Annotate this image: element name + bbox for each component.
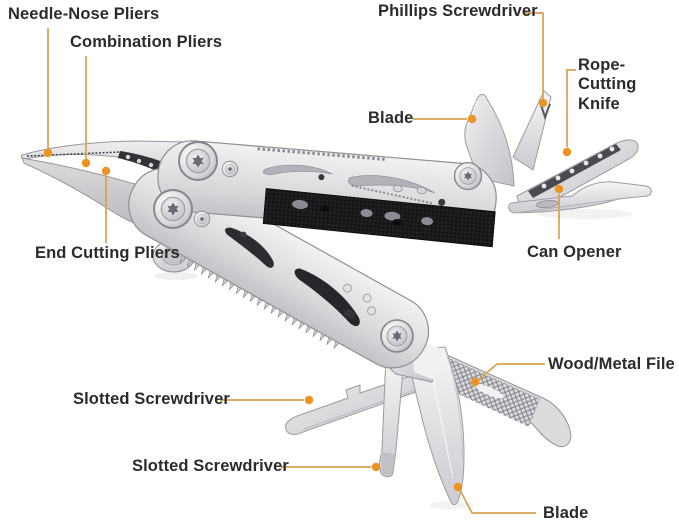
torx-screw [153, 189, 193, 229]
serration [555, 175, 561, 181]
grip-hole-dark [319, 205, 330, 213]
label-end-cutting-pliers: End Cutting Pliers [35, 244, 180, 262]
leader-phillips [524, 12, 544, 99]
dot-file [470, 377, 480, 387]
handle-hole [367, 306, 376, 316]
file-highlight [474, 383, 504, 399]
dot-slotted-1 [304, 395, 314, 405]
top-tool-fan [464, 90, 652, 214]
label-rope-cutting-knife: Rope-Cutting Knife [578, 56, 637, 113]
torx-screw [193, 210, 211, 228]
handle-hole [392, 184, 403, 193]
jaw-tooth [136, 158, 142, 164]
top-handle-jimping [257, 147, 388, 162]
bottom-handle-slot-2 [294, 268, 360, 327]
dot-rope-cutting [562, 147, 572, 157]
label-needle-nose-pliers: Needle-Nose Pliers [8, 5, 160, 23]
label-blade-bottom: Blade [543, 504, 589, 522]
jaw-fine-serration [26, 151, 121, 157]
handle-hole [416, 186, 427, 195]
can-opener-shading [514, 198, 621, 214]
handle-pin [318, 174, 325, 181]
dot-phillips [538, 98, 548, 108]
jaw-tooth [125, 154, 131, 160]
rope-knife-serrated-edge [528, 144, 621, 198]
slotted-2-tip [381, 452, 395, 475]
serration [597, 153, 603, 159]
dot-blade-top [467, 114, 477, 124]
bottom-tool-fan [285, 331, 572, 506]
serration [583, 160, 589, 166]
label-slotted-screwdriver-1: Slotted Screwdriver [73, 390, 230, 408]
label-can-opener: Can Opener [527, 243, 622, 261]
handle-hole [343, 283, 352, 293]
top-handle-slot-1 [262, 164, 333, 176]
label-combination-pliers: Combination Pliers [70, 33, 223, 51]
leader-rope-cutting [566, 69, 576, 147]
slotted-screwdriver-1-tool [285, 365, 445, 435]
grip-hole [384, 211, 401, 221]
dot-end-cutting [101, 166, 111, 176]
serration [569, 168, 575, 174]
grip-hole [292, 199, 309, 210]
handle-pin [240, 231, 247, 238]
top-handle-slot-2 [347, 175, 435, 193]
rope-cutting-knife-tool [516, 139, 639, 213]
leader-file [477, 363, 545, 381]
label-slotted-screwdriver-2: Slotted Screwdriver [132, 457, 289, 475]
slotted-screwdriver-2-tool [378, 355, 405, 478]
blade-edge [444, 348, 463, 463]
label-blade-top: Blade [368, 109, 414, 127]
can-opener-slot [535, 199, 559, 209]
torx-screw [380, 319, 414, 353]
phillips-screwdriver-tool [512, 90, 552, 171]
serration [609, 146, 615, 152]
serration [541, 183, 547, 189]
handle-hole [362, 293, 372, 303]
leader-lines [43, 12, 576, 514]
torx-screw [453, 161, 483, 191]
shadows [154, 209, 633, 509]
label-phillips-screwdriver: Phillips Screwdriver [378, 2, 538, 20]
leader-blade-bottom [459, 489, 536, 514]
handle-pin [438, 198, 446, 206]
slot-tooth-edge [351, 184, 434, 205]
can-opener-tool [508, 181, 652, 214]
grip-hole [421, 217, 434, 226]
dot-needle-nose [43, 148, 53, 158]
label-wood-metal-file: Wood/Metal File [548, 355, 675, 373]
top-handle [157, 140, 497, 248]
dot-can-opener [554, 184, 564, 194]
grip-insert [262, 188, 496, 248]
dot-blade-bottom [453, 482, 463, 492]
grip-hole [360, 209, 373, 218]
handle-slot-hole [343, 309, 356, 320]
torx-screw [221, 160, 239, 178]
torx-screw [178, 141, 218, 181]
grip-hole-dark [391, 219, 402, 227]
dot-slotted-2 [371, 462, 381, 472]
bottom-handle-slot-1 [225, 227, 274, 268]
dot-combination [81, 158, 91, 168]
jaw-tooth [148, 162, 154, 168]
phillips-grooves [539, 101, 551, 120]
